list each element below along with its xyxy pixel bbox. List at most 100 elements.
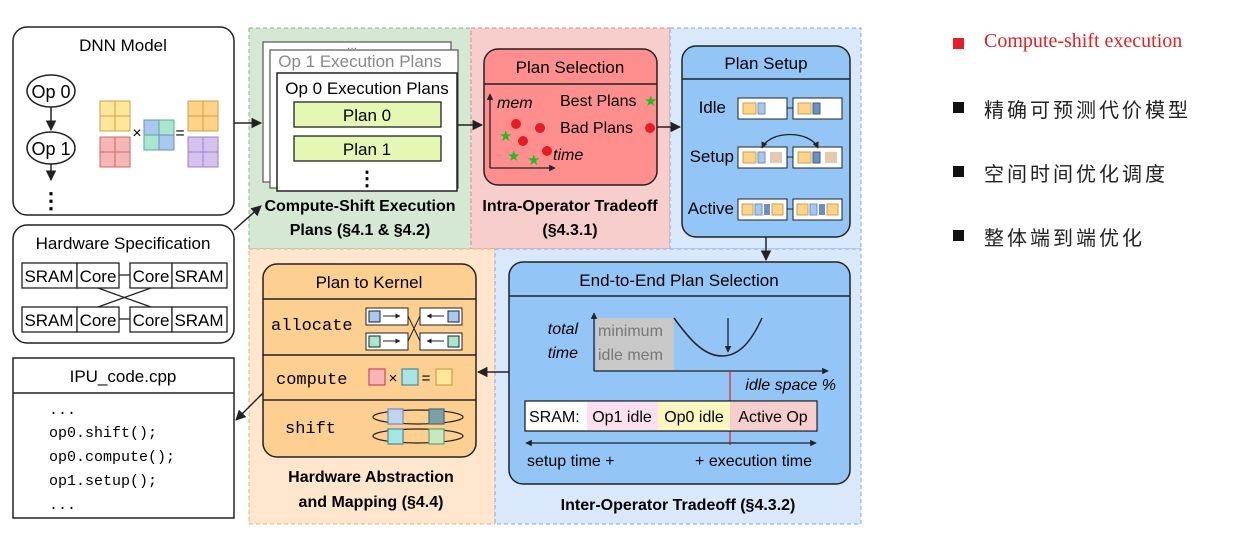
code-line-3: op1.setup(); — [49, 473, 157, 490]
allocate-step: allocate — [271, 317, 353, 336]
matrix-b-icon — [143, 119, 175, 151]
code-line-2: op0.compute(); — [49, 449, 175, 466]
dnn-model-box: DNN Model Op 0 Op 1 ⋮ × = — [12, 26, 235, 216]
svg-text:★: ★ — [527, 152, 540, 169]
kernel-multiply-symbol: × — [389, 370, 398, 387]
idle-space-label: idle space % — [745, 377, 836, 394]
bullet-text: Compute-shift execution — [984, 30, 1183, 52]
ipu-code-box: IPU_code.cpp ... op0.shift(); op0.comput… — [12, 357, 235, 519]
bullet-item-compute-shift: Compute-shift execution — [953, 30, 1243, 94]
hw-core-6: Core — [133, 311, 170, 330]
hw-sram-0: SRAM — [24, 267, 73, 286]
kernel-title: Plan to Kernel — [316, 273, 423, 292]
bullet-marker-icon — [953, 38, 964, 49]
sram-label: SRAM: — [529, 409, 580, 426]
op0-label: Op 0 — [31, 82, 70, 102]
hw-core-1: Core — [80, 267, 117, 286]
hw-sram-4: SRAM — [24, 311, 73, 330]
hw-core-5: Core — [80, 311, 117, 330]
hw-core-2: Core — [133, 267, 170, 286]
setup-row-setup: Setup — [690, 147, 734, 166]
plans-caption-line2: Plans (§4.1 & §4.2) — [290, 222, 431, 239]
code-line-4: ... — [49, 497, 76, 514]
setup-row-idle: Idle — [699, 98, 726, 117]
flow-arrows — [233, 117, 772, 421]
svg-text:★: ★ — [507, 148, 520, 165]
best-plans-star-icon: ★ — [644, 93, 657, 110]
op1-label: Op 1 — [31, 139, 70, 159]
execution-plans-stack: ... Op 1 Execution Plans Op 0 Execution … — [262, 38, 459, 192]
code-line-0: ... — [49, 402, 76, 419]
bullet-text: 空间时间优化调度 — [984, 164, 1168, 186]
bullet-text: 精确可预测代价模型 — [984, 100, 1191, 122]
bad-plans-dot-icon — [645, 123, 655, 133]
shift-icon — [372, 408, 464, 445]
hw-sram-3: SRAM — [174, 267, 223, 286]
hardware-spec-title: Hardware Specification — [36, 234, 211, 253]
compute-icon — [368, 368, 453, 386]
setup-tiles-icon — [737, 134, 843, 169]
total-time-label-1: total — [548, 321, 579, 338]
plan-0-label: Plan 0 — [343, 106, 391, 125]
plan-0-box — [293, 101, 442, 128]
tradeoff-curve — [673, 317, 763, 357]
active-op-segment — [730, 402, 816, 430]
bullet-text: 整体端到端优化 — [984, 228, 1145, 250]
intra-caption-line2: (§4.3.1) — [542, 222, 597, 239]
time-axis-label: time — [553, 147, 583, 164]
idle-tiles-icon — [737, 97, 843, 120]
plan-selection-box: Plan Selection mem time Best Plans ★ Bad… — [483, 48, 658, 186]
hardware-spec-box: Hardware Specification SRAM Core Core SR… — [12, 224, 235, 344]
best-plans-label: Best Plans — [560, 93, 636, 110]
plan-setup-box: Plan Setup Idle Setup Active — [681, 45, 851, 238]
plan-selection-title: Plan Selection — [516, 58, 625, 77]
active-op-label: Active Op — [738, 409, 807, 426]
plan-1-box — [293, 135, 442, 162]
bullet-marker-icon — [953, 230, 964, 241]
plans-ellipsis: ⋮ — [357, 168, 377, 190]
kernel-equals-symbol: = — [422, 370, 431, 387]
exec-time-label: + execution time — [695, 453, 812, 470]
ipu-code-title: IPU_code.cpp — [70, 367, 177, 386]
compute-step: compute — [276, 371, 347, 390]
matrix-c-icon — [187, 100, 219, 168]
plan-1-label: Plan 1 — [343, 140, 391, 159]
plans-back-dots: ... — [347, 38, 357, 52]
architecture-diagram: DNN Model Op 0 Op 1 ⋮ × = Hardware — [12, 26, 862, 525]
inter-caption: Inter-Operator Tradeoff (§4.3.2) — [561, 497, 796, 514]
op0-idle-segment — [658, 402, 730, 430]
matrix-a-icon — [99, 100, 131, 168]
setup-row-active: Active — [688, 199, 734, 218]
dnn-model-title: DNN Model — [79, 36, 167, 55]
bad-plans-label: Bad Plans — [560, 120, 633, 137]
code-line-1: op0.shift(); — [49, 425, 157, 442]
plan-setup-title: Plan Setup — [724, 54, 807, 73]
hw-sram-7: SRAM — [174, 311, 223, 330]
bullet-marker-icon — [953, 166, 964, 177]
bullet-item-cost-model: 精确可预测代价模型 — [953, 94, 1243, 158]
mem-axis-label: mem — [497, 95, 533, 112]
e2e-title: End-to-End Plan Selection — [579, 271, 778, 290]
bullet-marker-icon — [953, 102, 964, 113]
ops-ellipsis: ⋮ — [40, 188, 62, 213]
min-idle-line2: idle mem — [598, 347, 663, 364]
mapping-caption-line2: and Mapping (§4.4) — [299, 494, 444, 511]
setup-time-label: setup time + — [527, 453, 615, 470]
intra-caption-line1: Intra-Operator Tradeoff — [482, 198, 658, 215]
total-time-label-2: time — [548, 345, 578, 362]
op1-idle-label: Op1 idle — [592, 409, 652, 426]
min-idle-line1: minimum — [598, 323, 663, 340]
bullet-item-e2e-optimization: 整体端到端优化 — [953, 222, 1243, 286]
op1-plans-title: Op 1 Execution Plans — [278, 52, 441, 71]
shift-step: shift — [285, 420, 336, 439]
plans-caption-line1: Compute-Shift Execution — [264, 198, 455, 215]
hardware-grid — [21, 262, 228, 333]
equals-symbol: = — [175, 125, 184, 142]
allocate-icon — [365, 307, 463, 351]
op0-plans-title: Op 0 Execution Plans — [285, 79, 448, 98]
multiply-symbol: × — [132, 125, 141, 142]
op1-idle-segment — [587, 402, 658, 430]
plan-scatter-points: ★ ★ ★ — [499, 119, 552, 169]
active-tiles-icon — [737, 198, 843, 221]
op0-idle-label: Op0 idle — [664, 409, 724, 426]
